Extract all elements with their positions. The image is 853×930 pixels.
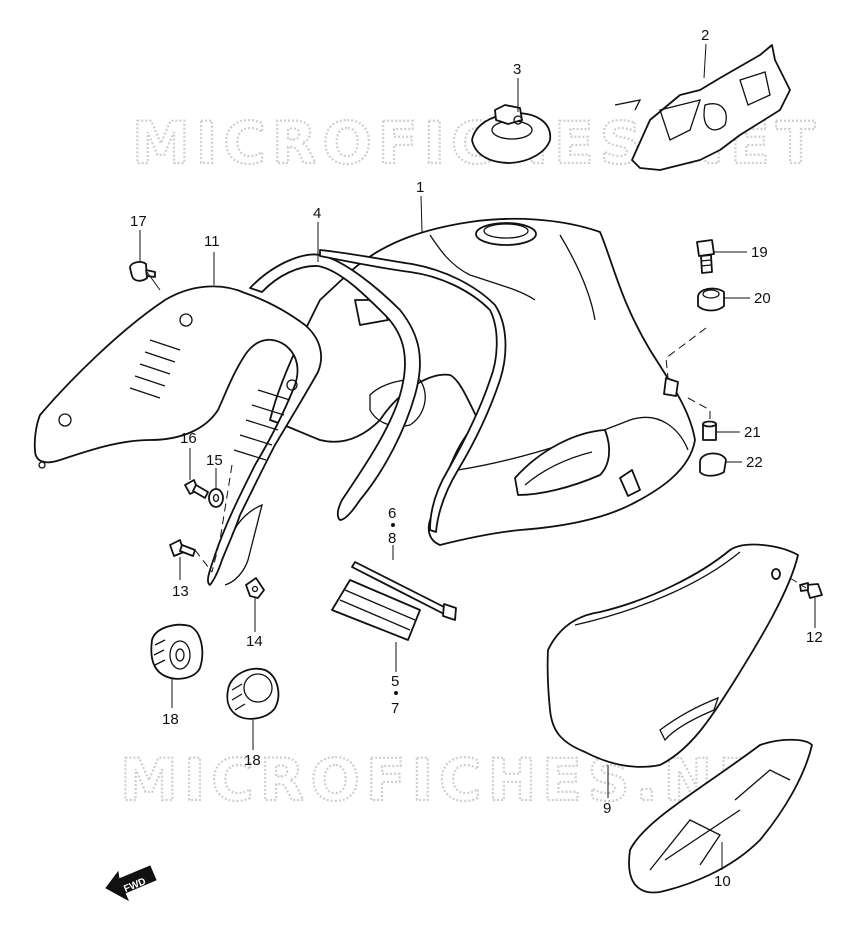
frame-cover-left	[33, 285, 322, 586]
callout-numbers: 1 2 3 4 5 6 7 8 9 10 11 12 13 14 15 16 1…	[130, 27, 823, 890]
callout-1: 1	[416, 179, 424, 196]
callout-10: 10	[714, 873, 731, 890]
washer-15	[208, 488, 224, 508]
callout-18-b: 18	[244, 752, 261, 769]
callout-6: 6	[388, 505, 396, 522]
side-cover-9	[546, 543, 799, 768]
callout-8: 8	[388, 530, 396, 547]
cushion-18-b	[226, 667, 280, 720]
callout-4: 4	[313, 205, 321, 222]
fwd-arrow-icon: FWD	[105, 865, 157, 902]
callout-dot-5-7	[394, 691, 398, 695]
callout-15: 15	[206, 452, 223, 469]
strap-band-6-8	[351, 561, 457, 621]
cushion-pad-5-7	[331, 579, 421, 641]
callout-13: 13	[172, 583, 189, 600]
callout-11: 11	[204, 233, 220, 250]
callout-5: 5	[391, 673, 399, 690]
bolt-19	[696, 239, 715, 274]
bolt-16	[184, 479, 209, 499]
leader-lines	[139, 43, 816, 870]
tank-rubber-strip	[249, 249, 507, 533]
callout-3: 3	[513, 61, 521, 78]
tank-decal	[614, 44, 791, 171]
cushion-20	[697, 287, 725, 312]
callout-21: 21	[744, 424, 761, 441]
callout-12: 12	[806, 629, 823, 646]
bolt-13	[169, 539, 196, 557]
tank-mount-stud	[663, 377, 679, 397]
clip-nut-14	[245, 577, 265, 599]
callout-2: 2	[701, 27, 709, 44]
collar-21	[702, 420, 717, 441]
callout-7: 7	[391, 700, 399, 717]
fuel-cap	[471, 104, 551, 164]
callout-16: 16	[180, 430, 197, 447]
callout-20: 20	[754, 290, 771, 307]
callout-22: 22	[746, 454, 763, 471]
callout-18-a: 18	[162, 711, 179, 728]
callout-17: 17	[130, 213, 147, 230]
cushion-18-a	[150, 623, 204, 680]
callout-9: 9	[603, 800, 611, 817]
callout-dot-6-8	[391, 523, 395, 527]
screw-17	[129, 261, 156, 282]
alignment-lines	[194, 327, 807, 589]
emblem-10	[628, 738, 813, 894]
screw-12	[799, 582, 823, 599]
cap-nut-22	[699, 452, 727, 477]
callout-19: 19	[751, 244, 768, 261]
callout-14: 14	[246, 633, 263, 650]
